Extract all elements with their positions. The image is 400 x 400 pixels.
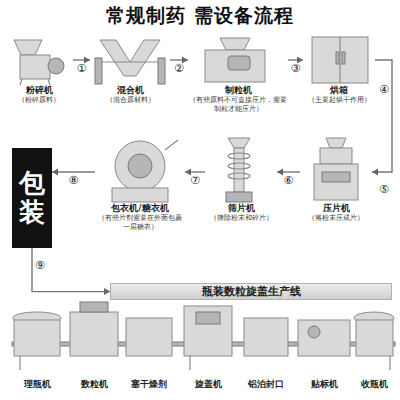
v-mixer-drum (100, 40, 160, 76)
sieve-column (234, 148, 244, 192)
package-text: 包装 (19, 169, 45, 226)
mixer-frame (158, 58, 165, 84)
labeler (298, 320, 350, 356)
crusher-motor (48, 58, 64, 74)
machine-note: （混合原材料） (90, 96, 170, 105)
machine-leg (19, 356, 20, 370)
mixer-axle (102, 61, 158, 62)
machine-name: 制粒机 (188, 85, 288, 96)
oven-cabinet (312, 37, 368, 83)
machine-label: 旋盖机 (195, 378, 222, 391)
crusher-leg (48, 79, 50, 85)
press-body (314, 164, 358, 200)
step-number: ⑦ (189, 175, 201, 187)
machine-note: （有些片剂需要在外面包裹一层糖衣） (95, 214, 185, 232)
step-number: ⑤ (378, 184, 390, 196)
line-banner: 瓶装数粒旋盖生产线 (110, 283, 392, 300)
machine-box: 包衣机/糖衣机（有些片剂需要在外面包裹一层糖衣） (95, 135, 185, 232)
machine-name: 压片机 (300, 203, 372, 214)
machine-box: 制粒机（有些原料不可直接压片，需要制粒才能压片） (188, 35, 288, 114)
flow-arrow (372, 60, 392, 172)
capper (184, 306, 232, 356)
mixer-frame (95, 58, 102, 84)
capper-head (196, 312, 220, 324)
arrowhead (52, 169, 58, 176)
bottle-collector (356, 320, 393, 356)
press-window (322, 172, 350, 182)
sieve-hopper (228, 138, 250, 148)
step-number: ① (76, 63, 88, 75)
granulator-body (205, 50, 265, 82)
oven-handle (342, 52, 345, 64)
machine-label: 铝泊封口 (248, 378, 284, 391)
machine-box: 混合机（混合原材料） (90, 35, 170, 105)
coating-opening (128, 154, 152, 178)
step-number: ⑧ (68, 175, 80, 187)
machine-label: 理瓶机 (24, 378, 51, 391)
desiccant-inserter (126, 318, 172, 356)
step-number: ④ (378, 84, 390, 96)
sieve-base (226, 192, 252, 202)
coating-base (112, 188, 168, 202)
machine-box: 粉碎机（粉碎原料） (5, 35, 73, 105)
machine-box: 压片机（将粉末压成片） (300, 135, 372, 223)
tablet-counter (70, 312, 118, 356)
step-number: ② (173, 63, 185, 75)
banner-text: 瓶装数粒旋盖生产线 (115, 285, 387, 298)
sieve-spiral (228, 173, 250, 179)
foil-sealer (244, 318, 288, 356)
machine-box: 筛片机（筛除粉末和碎片） (205, 135, 277, 223)
machine-label: 塞干燥剂 (131, 378, 167, 391)
machine-box: 烘箱（主要起烘干作用） (303, 35, 375, 105)
machine-name: 粉碎机 (5, 85, 73, 96)
title: 常规制药 需设备流程 (0, 3, 400, 29)
machine-note: （筛除粉末和碎片） (205, 214, 277, 223)
package-box: 包装 (12, 148, 52, 248)
bottle-sorter (14, 320, 60, 356)
oven-door-line (339, 37, 340, 83)
machine-note: （主要起烘干作用） (303, 96, 375, 105)
granulator-drum (228, 56, 250, 70)
machine-note: （有些原料不可直接压片，需要制粒才能压片） (188, 96, 288, 114)
step-number: ⑨ (34, 260, 46, 272)
oven-handle (336, 52, 339, 64)
machine-note: （粉碎原料） (5, 96, 73, 105)
machine-label: 数粒机 (81, 378, 108, 391)
machine-note: （将粉末压成片） (300, 214, 372, 223)
machine-name: 筛片机 (205, 203, 277, 214)
crusher-leg (20, 79, 22, 85)
coating-pipe (165, 140, 178, 150)
machine-leg (189, 356, 190, 370)
machine-name: 烘箱 (303, 85, 375, 96)
machine-name: 包衣机/糖衣机 (95, 203, 185, 214)
machine-label: 收瓶机 (361, 378, 388, 391)
label-roll (308, 326, 320, 338)
granulator-hopper (220, 38, 250, 50)
press-head (320, 148, 352, 164)
crusher-body (20, 55, 50, 79)
counter-hopper (80, 302, 108, 312)
machine-leg (389, 356, 390, 370)
machine-name: 混合机 (90, 85, 170, 96)
flow-arrow (52, 171, 95, 172)
press-hopper (326, 138, 346, 148)
step-number: ③ (290, 63, 302, 75)
flow-arrow (32, 248, 110, 292)
arrowhead (372, 169, 378, 176)
coating-drum (115, 141, 165, 191)
machine-label: 贴标机 (311, 378, 338, 391)
sieve-spiral (228, 163, 250, 169)
crusher-hopper (14, 40, 42, 55)
sieve-spiral (228, 153, 250, 159)
step-number: ⑥ (283, 175, 295, 187)
